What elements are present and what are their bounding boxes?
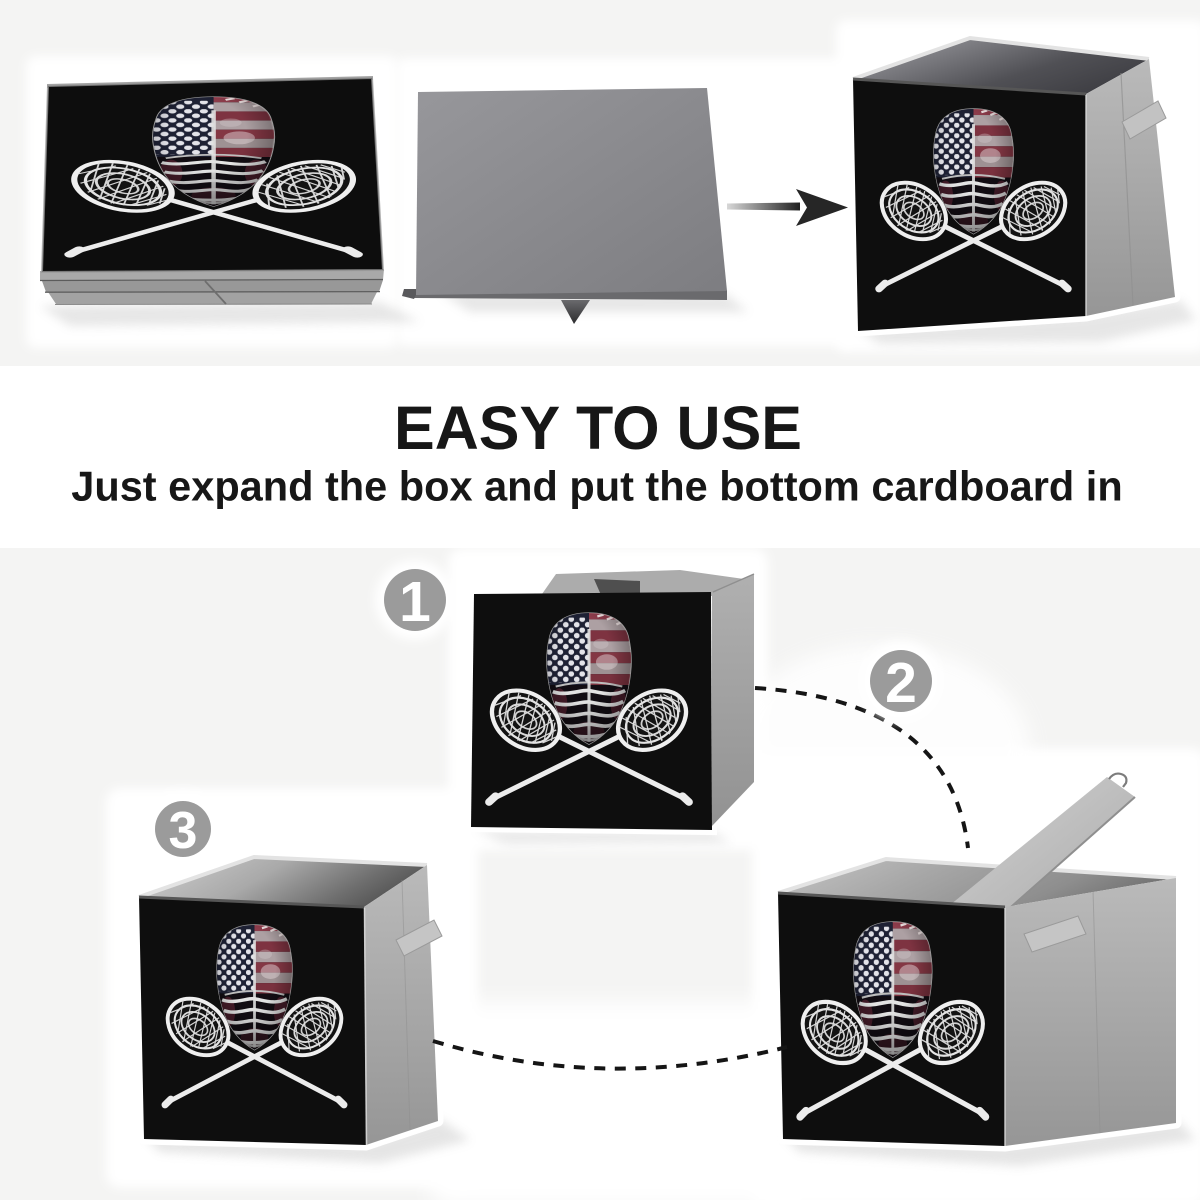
svg-text:3: 3 (169, 802, 198, 860)
svg-text:EASY TO USE: EASY TO USE (394, 394, 802, 462)
svg-text:Just expand the box and put th: Just expand the box and put the bottom c… (71, 463, 1122, 510)
svg-text:2: 2 (885, 651, 917, 715)
svg-text:1: 1 (399, 570, 431, 634)
